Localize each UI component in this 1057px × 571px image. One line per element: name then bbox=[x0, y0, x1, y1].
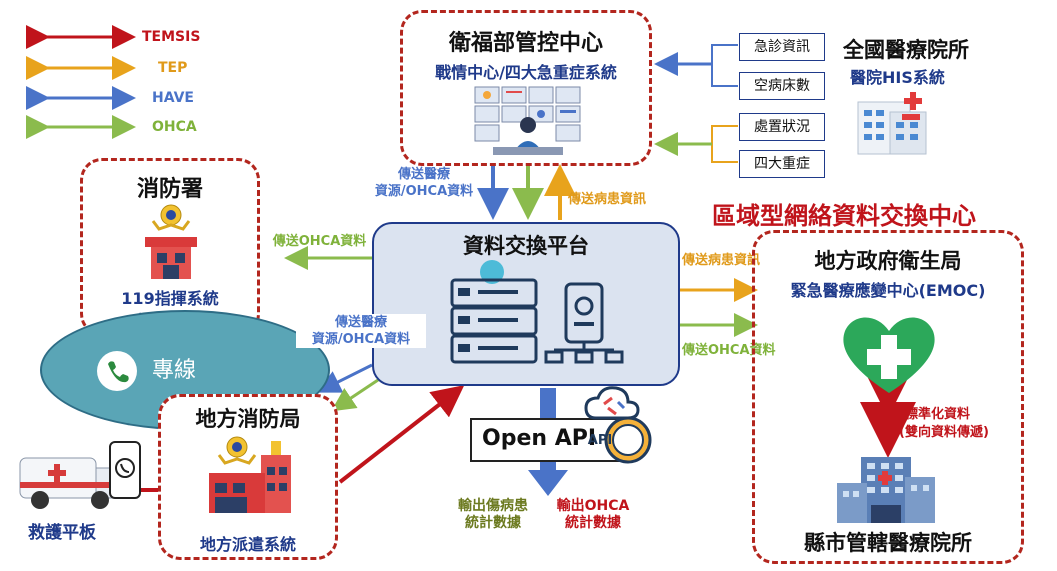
server-icon bbox=[450, 260, 538, 364]
flow-label-resources-top: 傳送醫療 資源/OHCA資料 bbox=[360, 166, 488, 200]
county-hospitals-label: 縣市管轄醫療院所 bbox=[804, 531, 972, 555]
ambulance-tablet-label: 救護平板 bbox=[28, 523, 96, 543]
heart-cross-icon bbox=[843, 317, 935, 393]
legend-tep: TEP bbox=[158, 60, 188, 76]
output-injury-line1: 輸出傷病患 bbox=[458, 498, 528, 514]
open-api-label: Open API bbox=[482, 426, 597, 451]
command-system-label: 119指揮系統 bbox=[121, 289, 219, 308]
flow-label-resources-top-line1: 傳送醫療 bbox=[397, 167, 450, 182]
open-api-box: Open API bbox=[470, 418, 622, 462]
fire-station-icon bbox=[145, 204, 197, 279]
emoc-label: 緊急醫療應變中心(EMOC) bbox=[790, 281, 986, 300]
hospital-box-treatment: 處置狀況 bbox=[739, 113, 825, 141]
legend-have: HAVE bbox=[152, 90, 194, 106]
mohw-subtitle: 戰情中心/四大急重症系統 bbox=[435, 63, 617, 82]
hospital-box-er-info: 急診資訊 bbox=[739, 33, 825, 61]
flow-label-ohca-left: 傳送OHCA資料 bbox=[272, 234, 367, 249]
phone-icon bbox=[97, 351, 137, 391]
control-room-icon bbox=[474, 86, 581, 155]
api-badge-text: API bbox=[587, 433, 613, 448]
output-injury-line2: 統計數據 bbox=[465, 515, 521, 531]
flow-label-resources-left-line2: 資源/OHCA資料 bbox=[311, 332, 411, 347]
output-ohca-line2: 統計數據 bbox=[565, 515, 621, 531]
his-system-label: 醫院HIS系統 bbox=[850, 68, 945, 87]
flow-label-patient-top: 傳送病患資訊 bbox=[568, 192, 647, 207]
health-bureau: 地方政府衛生局 緊急醫療應變中心(EMOC) 標準化資料 (雙向資料傳遞) 縣市… bbox=[752, 230, 1024, 564]
hospital-box-four-critical: 四大重症 bbox=[739, 150, 825, 178]
hospital-building-icon bbox=[857, 92, 927, 155]
output-injury-stats: 輸出傷病患 統計數據 bbox=[448, 498, 538, 532]
legend-temsis: TEMSIS bbox=[142, 29, 201, 45]
region-title: 區域型網絡資料交換中心 bbox=[712, 202, 976, 230]
flow-label-resources-top-line2: 資源/OHCA資料 bbox=[374, 184, 474, 199]
flow-label-patient-right: 傳送病患資訊 bbox=[682, 253, 761, 268]
fire-agency-overlap bbox=[83, 314, 257, 333]
std-data-label-2: (雙向資料傳遞) bbox=[899, 425, 989, 440]
api-badge-icon bbox=[584, 386, 652, 464]
fire-agency-title: 消防署 bbox=[136, 177, 203, 202]
std-data-label-1: 標準化資料 bbox=[905, 407, 971, 422]
mohw-control-center: 衛福部管控中心 戰情中心/四大急重症系統 bbox=[400, 10, 652, 166]
local-fire-title: 地方消防局 bbox=[195, 407, 301, 431]
local-fire-station-icon bbox=[209, 436, 291, 513]
national-hospitals-title: 全國醫療院所 bbox=[843, 38, 969, 62]
output-ohca-line1: 輸出OHCA bbox=[556, 498, 630, 514]
local-fire-bureau: 地方消防局 地方派遣系統 bbox=[158, 394, 338, 560]
legend-arrows bbox=[26, 25, 136, 139]
mohw-title: 衛福部管控中心 bbox=[448, 31, 603, 56]
health-bureau-title: 地方政府衛生局 bbox=[814, 249, 962, 273]
phone-network-icon bbox=[544, 282, 624, 364]
output-ohca-stats: 輸出OHCA 統計數據 bbox=[548, 498, 638, 532]
hospital-box-empty-beds: 空病床數 bbox=[739, 72, 825, 100]
county-hospital-icon bbox=[837, 457, 935, 523]
local-dispatch-system-label: 地方派遣系統 bbox=[199, 535, 296, 554]
legend-ohca: OHCA bbox=[152, 119, 197, 135]
platform-title: 資料交換平台 bbox=[463, 234, 589, 258]
flow-label-resources-left-line1: 傳送醫療 bbox=[334, 315, 387, 330]
ambulance-icon bbox=[19, 441, 141, 509]
data-exchange-platform: 資料交換平台 bbox=[372, 222, 680, 386]
dedicated-line-label: 專線 bbox=[152, 358, 197, 383]
flow-label-resources-left: 傳送醫療 資源/OHCA資料 bbox=[296, 314, 426, 348]
